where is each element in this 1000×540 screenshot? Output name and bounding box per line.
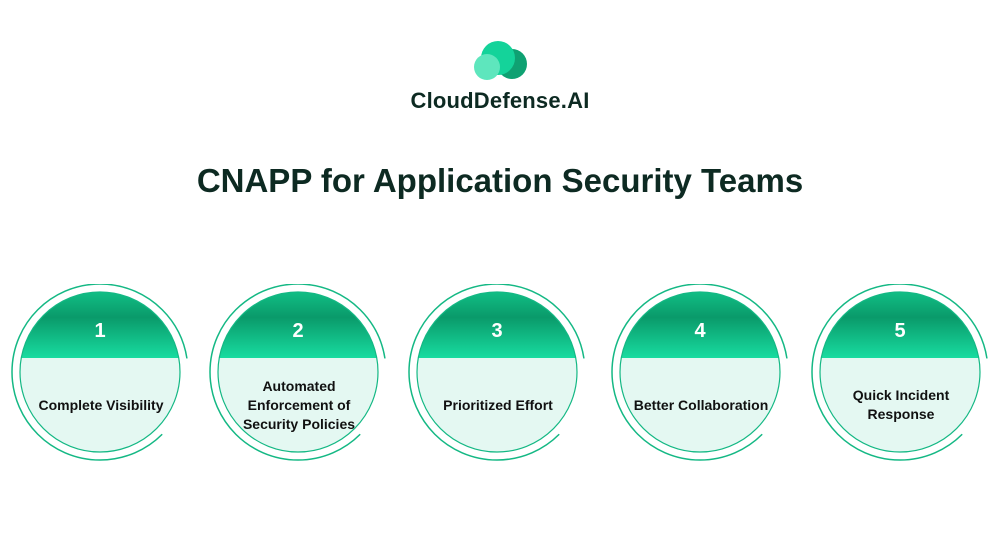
circle-graphic	[611, 284, 789, 461]
step-label: Automated Enforcement of Security Polici…	[242, 377, 356, 432]
step-number: 2	[292, 320, 304, 342]
brand-name: CloudDefense.AI	[410, 88, 590, 113]
step-number: 4	[694, 320, 706, 342]
step-label: Better Collaboration	[633, 396, 769, 413]
feature-circle-5: 5 Quick Incident Response	[810, 284, 990, 464]
circle-graphic	[11, 284, 189, 461]
page-title: CNAPP for Application Security Teams	[196, 162, 804, 199]
step-label: Quick Incident Response	[852, 387, 950, 422]
feature-circle-1: 1 Complete Visibility	[10, 284, 190, 464]
step-number: 3	[491, 320, 503, 342]
circle-graphic	[209, 284, 387, 461]
step-number: 1	[94, 320, 106, 342]
step-label: Complete Visibility	[38, 396, 164, 413]
clouddefense-logo-icon	[474, 41, 527, 80]
feature-circle-4: 4 Better Collaboration	[610, 284, 790, 464]
circle-graphic	[408, 284, 586, 461]
step-number: 5	[894, 320, 906, 342]
feature-circle-2: 2 Automated Enforcement of Security Poli…	[208, 284, 388, 464]
step-label: Prioritized Effort	[443, 396, 553, 413]
circle-graphic	[811, 284, 989, 461]
feature-circle-3: 3 Prioritized Effort	[407, 284, 587, 464]
